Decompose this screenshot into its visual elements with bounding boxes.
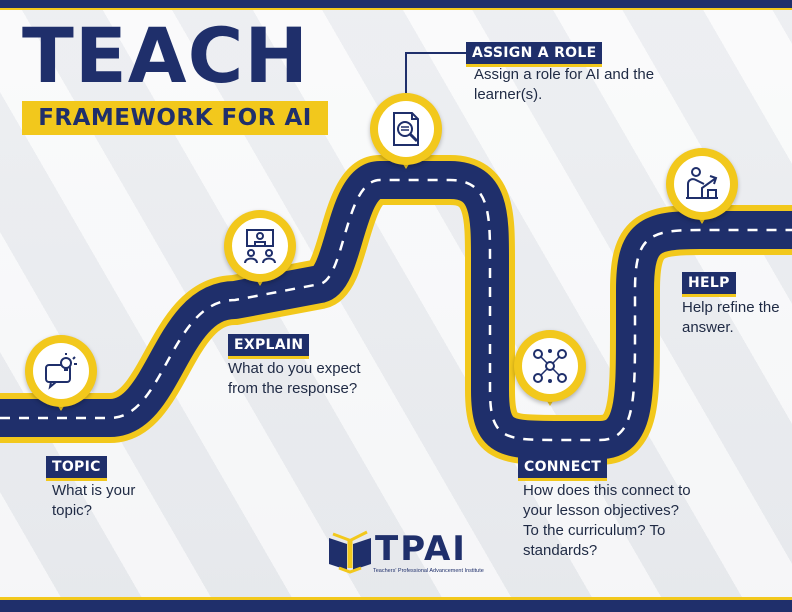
logo-wordmark: TPAI [375, 529, 467, 569]
top-band [0, 0, 792, 10]
step-label-explain: EXPLAIN [228, 334, 310, 359]
leader-line-vertical [405, 52, 407, 94]
teacher-presentation-icon [244, 229, 276, 264]
pin-connect [514, 330, 586, 420]
step-description-assign-role: Assign a role for AI and the learner(s). [474, 66, 655, 103]
helping-hand-icon [686, 167, 718, 199]
page-title: TEACH [22, 11, 309, 100]
pin-explain [224, 210, 296, 300]
idea-chat-icon [45, 353, 77, 390]
step-description-help: Help refine the answer. [682, 299, 780, 336]
step-label-topic: TOPIC [46, 456, 107, 481]
step-description-topic: What is your topic? [52, 482, 136, 519]
logo-tagline: Teachers' Professional Advancement Insti… [373, 568, 484, 574]
step-label-help: HELP [682, 272, 736, 297]
pin-topic [25, 335, 97, 425]
document-search-icon [393, 112, 419, 146]
step-description-explain: What do you expect from the response? [228, 360, 361, 397]
step-label-connect: CONNECT [518, 456, 608, 481]
subtitle-banner: FRAMEWORK FOR AI [22, 101, 328, 135]
step-label-assign-role: ASSIGN A ROLE [466, 42, 603, 67]
tpai-logo: TPAI Teachers' Professional Advancement … [325, 528, 485, 578]
page-subtitle: FRAMEWORK FOR AI [38, 105, 312, 131]
network-people-icon [533, 349, 567, 383]
pin-assign-role [370, 93, 442, 183]
book-logo-icon [329, 530, 371, 574]
road-surface [0, 161, 792, 459]
pin-help [666, 148, 738, 238]
leader-line-horizontal [405, 52, 467, 54]
bottom-band [0, 597, 792, 612]
step-description-connect: How does this connect to your lesson obj… [523, 482, 691, 559]
